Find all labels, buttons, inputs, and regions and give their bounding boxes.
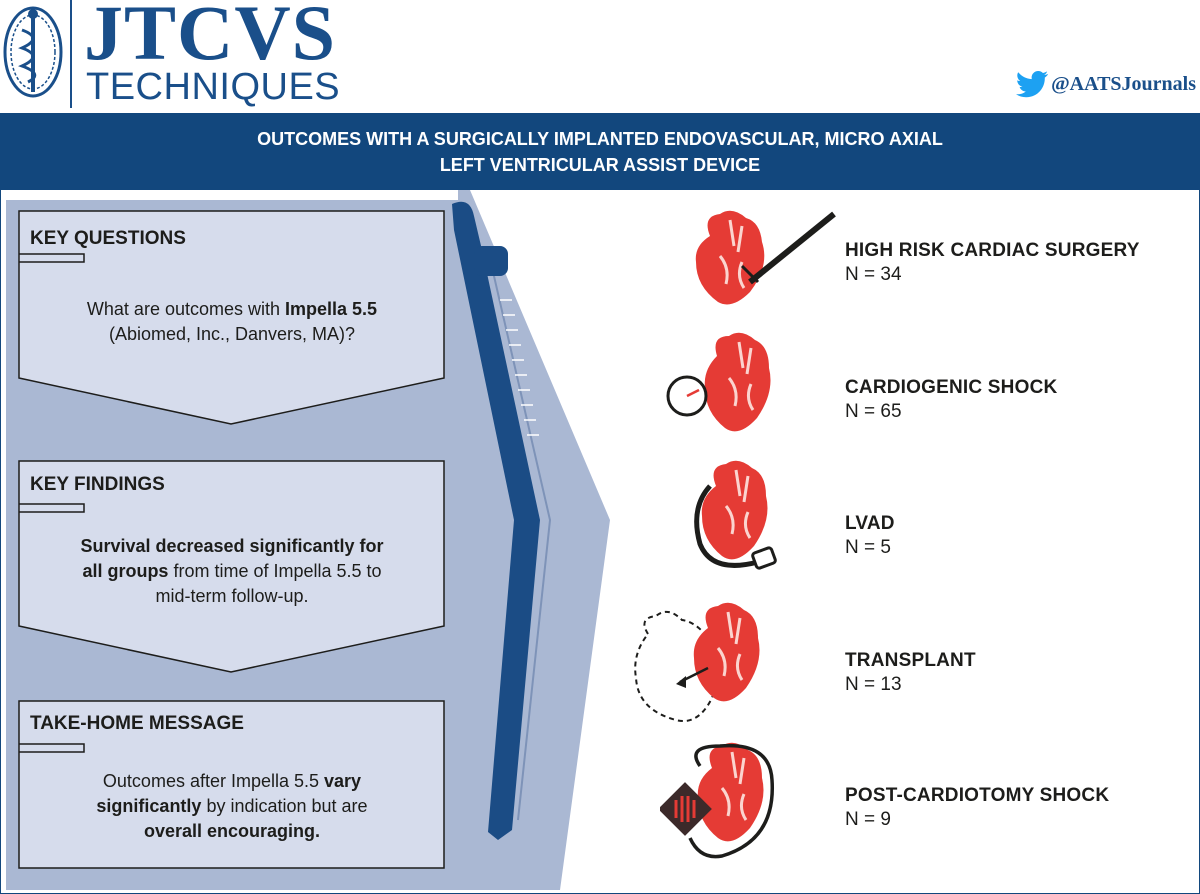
title-banner: OUTCOMES WITH A SURGICALLY IMPLANTED END… bbox=[0, 113, 1200, 190]
journal-name: JTCVS bbox=[84, 0, 337, 76]
outcome-high-risk: HIGH RISK CARDIAC SURGERY N = 34 bbox=[845, 240, 1140, 286]
twitter-bird-icon bbox=[1016, 71, 1049, 98]
outcome-label: HIGH RISK CARDIAC SURGERY bbox=[845, 240, 1140, 261]
outcome-n: N = 5 bbox=[845, 537, 891, 558]
key-questions-box bbox=[18, 210, 445, 425]
impella-catheter-shape bbox=[452, 201, 540, 840]
key-findings-box bbox=[18, 460, 445, 673]
logo-divider bbox=[70, 0, 72, 108]
journal-subtitle: TECHNIQUES bbox=[86, 66, 341, 108]
outcome-n: N = 9 bbox=[845, 809, 891, 830]
twitter-handle[interactable]: @AATSJournals bbox=[1015, 70, 1196, 98]
key-questions-text: What are outcomes with Impella 5.5 (Abio… bbox=[86, 299, 378, 344]
banner-line-2: LEFT VENTRICULAR ASSIST DEVICE bbox=[439, 155, 761, 175]
outcome-transplant: TRANSPLANT N = 13 bbox=[845, 650, 976, 696]
outcome-n: N = 34 bbox=[845, 264, 902, 285]
take-home-title: TAKE-HOME MESSAGE bbox=[30, 713, 244, 734]
heart-lvad-icon bbox=[694, 460, 777, 570]
banner-line-1: OUTCOMES WITH A SURGICALLY IMPLANTED END… bbox=[257, 129, 943, 149]
journal-logo bbox=[0, 0, 70, 108]
heart-transplant-icon bbox=[634, 602, 760, 722]
outcome-cardiogenic-shock: CARDIOGENIC SHOCK N = 65 bbox=[845, 377, 1057, 423]
outcome-label: LVAD bbox=[845, 513, 895, 534]
heart-scalpel-icon bbox=[695, 210, 836, 305]
take-home-box bbox=[18, 700, 445, 869]
key-questions-title: KEY QUESTIONS bbox=[30, 228, 186, 249]
key-findings-text: Survival decreased significantly for all… bbox=[80, 536, 384, 606]
outcome-post-cardiotomy: POST-CARDIOTOMY SHOCK N = 9 bbox=[845, 785, 1109, 831]
heart-gauge-icon bbox=[666, 332, 771, 432]
caduceus-seal-icon bbox=[3, 6, 63, 98]
outcome-label: POST-CARDIOTOMY SHOCK bbox=[845, 785, 1110, 806]
outcome-n: N = 65 bbox=[845, 401, 902, 422]
outcome-label: TRANSPLANT bbox=[845, 650, 976, 671]
twitter-handle-text: @AATSJournals bbox=[1051, 72, 1196, 95]
key-findings-title: KEY FINDINGS bbox=[30, 474, 165, 495]
heart-ecmo-icon bbox=[660, 742, 774, 859]
outcome-n: N = 13 bbox=[845, 674, 902, 695]
take-home-text: Outcomes after Impella 5.5 vary signific… bbox=[96, 771, 368, 841]
outcome-lvad: LVAD N = 5 bbox=[845, 513, 895, 559]
outcome-label: CARDIOGENIC SHOCK bbox=[845, 377, 1058, 398]
